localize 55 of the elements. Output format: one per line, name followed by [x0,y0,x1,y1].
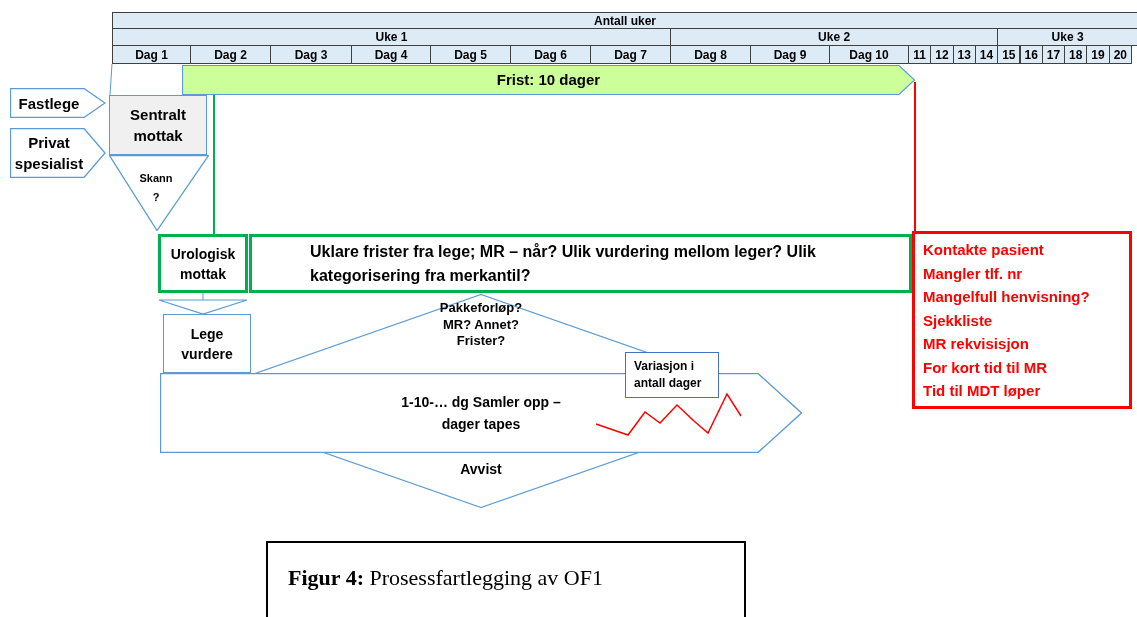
node-label: Variasjon i antall dager [634,358,703,392]
list-item: Tid til MDT løper [923,381,1042,401]
node-label: 1-10-… dg Samler opp – dager tapes [400,393,562,434]
process-box [109,95,207,155]
header-cell: Dag 6 [510,45,591,64]
pentagon-arrow-shape [10,128,106,178]
caption: Figur 4: Prosessfartlegging av OF1 [288,565,603,590]
note-box [249,234,912,293]
header-cell: Dag 8 [670,45,751,64]
list-item: Kontakte pasient [923,240,1045,260]
header-cell: 15 [997,45,1021,64]
header-cell: 16 [1019,45,1043,64]
header-cell: 13 [952,45,976,64]
connector-line [213,94,215,235]
header-cell: 17 [1041,45,1066,64]
header-cell: Dag 2 [190,45,271,64]
header-cell: Dag 5 [430,45,511,64]
header-cell: Uke 1 [112,28,671,46]
header-cell: 19 [1086,45,1110,64]
header-cell: 11 [908,45,932,64]
connector-line [914,81,916,232]
header-cell: Dag 4 [351,45,431,64]
header-cell: Dag 7 [590,45,671,64]
triangle-shape [109,155,209,231]
node-label: Skann ? [138,171,174,205]
chevron-arrow [158,292,248,315]
list-item: Mangelfull henvisning? [923,287,1091,307]
node-label: Privat spesialist [13,133,85,174]
header-cell: 18 [1064,45,1088,64]
node-label: Frist: 10 dager [496,69,601,90]
header-cell: Dag 1 [112,45,191,64]
header-cell: 20 [1108,45,1132,64]
header-cell: Dag 9 [750,45,830,64]
node-label: Uklare frister fra lege; MR – når? Ulik vurdering mellom leger? Ulik kategorisering fra merkantil? [310,241,817,286]
header-cell: 12 [930,45,954,64]
header-cell: Uke 3 [997,28,1137,46]
header-cell: Dag 10 [829,45,909,64]
process-box [158,234,248,293]
node-label: Sentralt mottak [129,105,187,146]
list-item: For kort tid til MR [923,357,1049,378]
list-item: Mangler tlf. nr [923,263,1024,284]
node-label: Avvist [460,460,502,479]
node-label: Lege vurdere [180,324,234,364]
header-cell: Uke 2 [670,28,999,46]
list-item: MR rekvisisjon [923,334,1030,354]
list-item: Sjekkliste [923,310,994,331]
header-cell: 14 [974,45,999,64]
node-label: Fastlege [18,93,80,114]
note-box [912,231,1132,409]
process-box [163,314,251,373]
header-cell: Dag 3 [270,45,352,64]
deadline-arrow-bar [182,65,915,95]
node-label: Urologisk mottak [169,244,237,284]
node-label: Pakkeforløp? MR? Annet? Frister? [438,300,524,350]
pentagon-arrow-shape [10,88,106,118]
